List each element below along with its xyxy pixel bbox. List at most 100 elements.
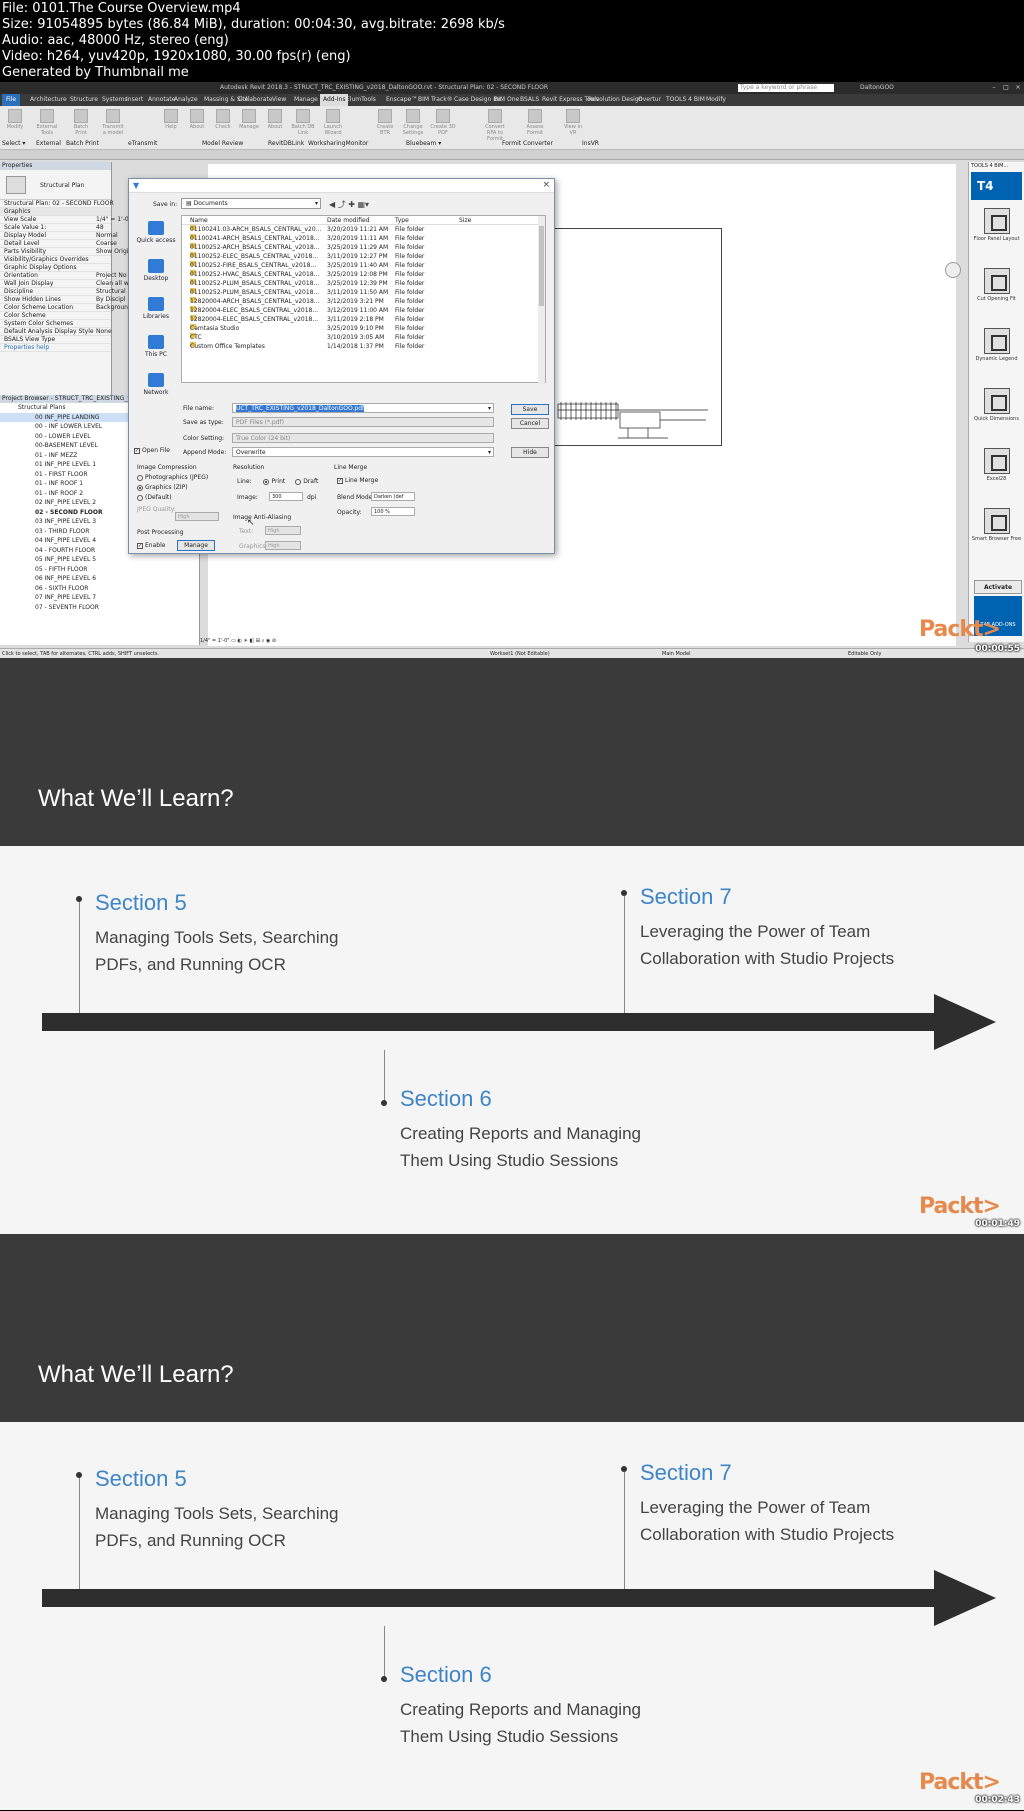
graphics-aa-select[interactable]: High — [265, 541, 301, 550]
property-value[interactable]: Normal — [96, 232, 118, 239]
type-selector[interactable]: Structural Plan — [0, 170, 111, 200]
browser-root[interactable]: Structural Plans — [18, 404, 66, 411]
activate-button[interactable]: Activate — [974, 580, 1022, 594]
radio-photographics[interactable]: Photographics (JPEG) — [137, 474, 208, 481]
property-value[interactable]: 1/4" = 1'-0" — [96, 216, 132, 223]
view-control-bar[interactable]: 1/4" = 1'-0" ▭ ◐ ☀ ◧ ⊞ ⌕ ◉ ⊘ — [200, 638, 277, 644]
file-list[interactable]: Name Date modified Type Size 01100241.03… — [181, 215, 546, 384]
ribbon-button[interactable]: Transmit a model — [100, 109, 126, 136]
file-row[interactable]: 01100252-HVAC_BSALS_CENTRAL_v2018...3/25… — [182, 270, 545, 279]
editable-only-toggle[interactable]: Editable Only — [848, 651, 882, 657]
browser-view-item[interactable]: 06 INF_PIPE LEVEL 6 — [35, 575, 97, 582]
browser-view-item[interactable]: 00 INF_PIPE LANDING — [0, 412, 199, 422]
property-row[interactable]: Color Scheme — [0, 312, 111, 320]
file-row[interactable]: 01100252-ELEC_BSALS_CENTRAL_v2018...3/11… — [182, 252, 545, 261]
place-libraries[interactable]: Libraries — [133, 297, 179, 331]
save-as-type-select[interactable]: PDF Files (*.pdf) — [232, 417, 494, 427]
browser-view-item[interactable]: 03 - THIRD FLOOR — [35, 527, 90, 535]
scroll-thumb[interactable] — [539, 226, 544, 306]
browser-view-item[interactable]: 05 INF_PIPE LEVEL 5 — [35, 556, 97, 563]
place-quick-access[interactable]: Quick access — [133, 221, 179, 255]
property-value[interactable]: None — [96, 328, 112, 335]
file-row[interactable]: 12820004-ELEC_BSALS_CENTRAL_v2018...3/11… — [182, 315, 545, 324]
place-desktop[interactable]: Desktop — [133, 259, 179, 293]
tab-bsals[interactable]: BSALS — [520, 96, 540, 103]
ribbon-button[interactable]: Convert RFA to Formit — [482, 109, 508, 142]
view-menu-icon[interactable]: ▦▾ — [357, 200, 370, 209]
browser-view-item[interactable]: 00 - INF LOWER LEVEL — [35, 423, 103, 430]
tab-file[interactable]: File — [2, 94, 21, 106]
tab-systems[interactable]: Systems — [102, 96, 128, 103]
col-size[interactable]: Size — [459, 217, 472, 224]
file-row[interactable]: 01100241-ARCH_BSALS_CENTRAL_v2018...3/20… — [182, 234, 545, 243]
open-file-checkbox[interactable]: ✓Open File — [134, 447, 170, 454]
property-row[interactable]: System Color Schemes — [0, 320, 111, 328]
file-row[interactable]: 12820004-ARCH_BSALS_CENTRAL_v2018...3/12… — [182, 297, 545, 306]
append-mode-select[interactable]: Overwrite▾ — [232, 447, 494, 457]
tool-item[interactable]: Smart Browser Free — [969, 508, 1024, 560]
property-row[interactable]: BSALS View Type — [0, 336, 111, 344]
tab-massing-site[interactable]: Massing & Site — [204, 96, 249, 103]
ribbon-button[interactable]: Assess Formit — [522, 109, 548, 136]
tab-tools-4-bim[interactable]: TOOLS 4 BIM — [666, 96, 705, 103]
up-folder-icon[interactable]: ⤴ — [337, 200, 346, 209]
ribbon-button[interactable]: Create 3D PDF — [430, 109, 456, 136]
blend-mode-select[interactable]: Darken (def — [371, 492, 415, 501]
property-row[interactable]: Scale Value 1:48 — [0, 224, 111, 232]
t4b-addons-button[interactable]: T4B ADD-ONS — [974, 596, 1022, 636]
text-aa-select[interactable]: High — [265, 526, 301, 535]
place-this-pc[interactable]: This PC — [133, 335, 179, 369]
property-value[interactable]: Coarse — [96, 240, 117, 247]
property-value[interactable]: Backgroun — [96, 304, 128, 311]
close-icon[interactable]: × — [1015, 84, 1021, 91]
browser-view-item[interactable]: 01 - FIRST FLOOR — [35, 470, 88, 478]
col-type[interactable]: Type — [395, 217, 409, 224]
browser-view-item[interactable]: 07 - SEVENTH FLOOR — [35, 603, 99, 611]
property-value[interactable]: By Discipl — [96, 296, 126, 303]
property-row[interactable]: Visibility/Graphics Overrides — [0, 256, 111, 264]
view-scale[interactable]: 1/4" = 1'-0" — [200, 638, 230, 644]
file-list-scrollbar[interactable] — [538, 216, 545, 384]
ribbon-button[interactable]: Modify — [2, 109, 28, 130]
browser-view-item[interactable]: 01 - INF ROOF 1 — [35, 480, 84, 487]
ribbon-button[interactable]: Create BTR — [372, 109, 398, 136]
workset-selector[interactable]: Workset1 (Not Editable) — [490, 651, 550, 657]
design-option-selector[interactable]: Main Model — [662, 651, 691, 657]
tool-item[interactable]: Floor Panel Layout — [969, 208, 1024, 260]
radio-print[interactable]: Print — [263, 478, 285, 485]
ribbon-button[interactable]: Launch Wizard — [320, 109, 346, 136]
property-value[interactable]: Show Origi — [96, 248, 129, 255]
property-value[interactable]: Project No — [96, 272, 127, 279]
tab-analyze[interactable]: Analyze — [174, 96, 198, 103]
property-value[interactable]: Structural — [96, 288, 126, 295]
browser-view-item[interactable]: 01 - INF MEZZ — [35, 451, 78, 459]
browser-view-item[interactable]: 05 - FIFTH FLOOR — [35, 565, 88, 573]
file-row[interactable]: 12820004-ELEC_BSALS_CENTRAL_v2018...3/12… — [182, 306, 545, 315]
tool-item[interactable]: Cut Opening Fit — [969, 268, 1024, 320]
color-setting-select[interactable]: True Color (24 bit) — [232, 433, 494, 443]
back-icon[interactable]: ◀ — [329, 200, 336, 209]
browser-view-item[interactable]: 01 INF_PIPE LEVEL 1 — [35, 461, 97, 468]
property-row[interactable]: Graphic Display Options — [0, 264, 111, 272]
browser-view-item[interactable]: 00-BASEMENT LEVEL — [35, 442, 98, 449]
user-name[interactable]: DaltonGOO — [860, 84, 894, 91]
tab-insert[interactable]: Insert — [126, 96, 144, 103]
tab-add-ins[interactable]: Add-Ins — [320, 94, 349, 106]
minimize-icon[interactable]: – — [992, 84, 996, 91]
ribbon-button[interactable]: View in VR — [560, 109, 586, 136]
quick-access-toolbar[interactable] — [0, 150, 1024, 160]
maximize-icon[interactable]: □ — [1003, 84, 1009, 91]
property-value[interactable]: Clean all w — [96, 280, 129, 287]
opacity-select[interactable]: 100 % — [371, 507, 415, 516]
ribbon-button[interactable]: About — [262, 109, 288, 130]
file-row[interactable]: 01100252-ARCH_BSALS_CENTRAL_v2018...3/25… — [182, 243, 545, 252]
